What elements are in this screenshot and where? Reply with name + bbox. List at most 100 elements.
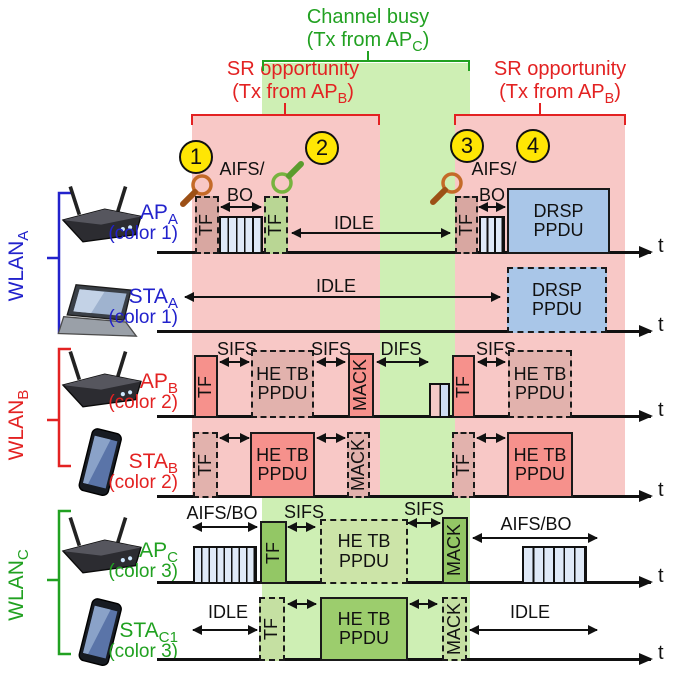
step-marker-4: 4: [516, 129, 550, 163]
sifs-arrow-ap-b-3: [477, 357, 506, 367]
backoff-slots-ap-c-2: [522, 546, 587, 584]
sifs-arrow-sta-b-1: [219, 433, 250, 443]
aifs-label-ap-a-right: AIFS/: [471, 159, 517, 179]
aifs-bo-arrow-ap-a-left: [220, 202, 262, 212]
wlan-a-base: WLAN: [5, 240, 28, 302]
idle-arrow-sta-c1-right: [469, 625, 598, 635]
channel-busy-tx-sub: C: [412, 39, 423, 55]
tf-box-ap-b-2: TF: [452, 355, 475, 418]
aifs-bo-arrow-ap-a-right: [478, 202, 506, 212]
timeline-ap-b: [157, 410, 653, 422]
channel-busy-sublabel: (Tx from APC): [307, 29, 430, 55]
sifs-label-ap-c-2: SIFS: [403, 499, 445, 519]
wlan-b-base: WLAN: [5, 399, 28, 461]
drsp-text: DRSP: [531, 279, 582, 300]
sr-opportunity-right-sublabel: (Tx from APB): [499, 81, 621, 107]
wlan-c-sub: C: [15, 549, 33, 561]
tf-text: TF: [452, 454, 473, 476]
ap-c-sub: C: [167, 549, 178, 567]
sifs-label-ap-b-2: SIFS: [310, 339, 352, 359]
row-label-ap-b: APB: [58, 370, 178, 397]
tf-box-heard-apb-1: TF: [195, 196, 219, 254]
idle-arrow-sta-c1-left: [192, 625, 258, 635]
t-label-sta-a: t: [658, 314, 664, 336]
t-label-ap-c: t: [658, 565, 664, 587]
wlan-b-label: WLANB: [5, 365, 32, 485]
idle-arrow-ap-a: [291, 228, 451, 238]
magnifier-icon-green: [271, 161, 304, 194]
wlan-c-base: WLAN: [5, 560, 28, 621]
ppdu-text: PPDU: [514, 383, 565, 403]
idle-label-ap-a: IDLE: [333, 213, 375, 233]
t-label-ap-a: t: [658, 235, 664, 257]
sr-opportunity-left-sublabel: (Tx from APB): [232, 81, 354, 107]
sr-right-tx-close: ): [614, 81, 621, 103]
row-note-sta-c1: (color 3): [108, 641, 178, 662]
sifs-arrow-sta-b-3: [476, 433, 506, 443]
aifs-bo-label-ap-c-left: AIFS/BO: [186, 503, 258, 523]
row-label-ap-a: APA: [58, 201, 178, 228]
idle-label-sta-a: IDLE: [315, 276, 357, 296]
tf-text: TF: [194, 454, 215, 476]
he-tb-ppdu-box-sta-b-2: HE TB PPDU: [507, 432, 573, 498]
tf-box-ap-b-1: TF: [194, 355, 218, 418]
sifs-arrow-ap-b-2: [316, 357, 346, 367]
sr-left-tx-close: ): [347, 81, 354, 103]
idle-label-sta-c1-right: IDLE: [509, 602, 551, 622]
tf-text: TF: [452, 375, 473, 398]
tf-box-ap-c: TF: [260, 521, 287, 584]
tf-text: TF: [196, 214, 217, 236]
he-tb-ppdu-box-sta-c1: HE TB PPDU: [320, 597, 408, 661]
row-label-sta-b: STAB: [58, 450, 178, 477]
tf-text: TF: [455, 214, 476, 236]
drsp-ppdu-box-ap-a: DRSP PPDU: [507, 188, 610, 254]
step-marker-3: 3: [450, 129, 484, 163]
tf-box-heard-apc: TF: [264, 196, 288, 254]
ap-a-sub: A: [167, 211, 178, 229]
aifs-bo-arrow-ap-c-right: [472, 533, 598, 543]
idle-label-sta-c1-left: IDLE: [207, 602, 249, 622]
he-tb-text: HE TB: [513, 363, 567, 384]
he-tb-ppdu-box-ap-c: HE TB PPDU: [320, 519, 408, 584]
smartphone-icon-sta-b: [78, 428, 122, 497]
tf-text: TF: [261, 618, 282, 640]
sr-left-brace: [191, 103, 380, 125]
tf-text: TF: [195, 375, 216, 398]
he-tb-ppdu-box-ap-b-1: HE TB PPDU: [251, 350, 314, 418]
timeline-sta-b: [157, 490, 653, 502]
backoff-slots-ap-a-2: [479, 216, 505, 254]
router-icon-ap-c: [61, 516, 142, 574]
he-tb-text: HE TB: [337, 531, 391, 552]
router-icon-ap-a: [61, 185, 142, 243]
smartphone-icon-sta-c1: [78, 598, 122, 667]
row-label-sta-c1: STAC1: [58, 619, 178, 646]
sr-left-tx-sub: B: [337, 91, 348, 107]
sta-a-base: STA: [128, 285, 168, 308]
channel-busy-tx-close: ): [422, 29, 430, 51]
ppdu-text: PPDU: [533, 220, 584, 240]
sr-right-brace: [454, 103, 626, 125]
mack-box-sta-c1: MACK: [442, 597, 467, 661]
sta-c1-base: STA: [119, 619, 159, 642]
sifs-label-ap-b-3: SIFS: [475, 339, 517, 359]
sr-right-tx-text: (Tx from AP: [499, 81, 605, 103]
he-tb-text: HE TB: [256, 444, 309, 465]
channel-busy-brace: [262, 51, 470, 71]
sr-right-tx-sub: B: [604, 91, 615, 107]
mack-box-ap-b: MACK: [348, 353, 374, 418]
channel-busy-label: Channel busy: [306, 6, 430, 28]
magnifier-icon-orange-2: [430, 172, 463, 205]
sr-opportunity-left-label: SR opportunity: [226, 58, 360, 80]
row-label-ap-c: APC: [58, 539, 178, 566]
timeline-ap-a: [157, 246, 653, 258]
bo-label-ap-a-right: BO: [478, 185, 506, 205]
t-label-sta-c1: t: [658, 642, 664, 664]
channel-busy-tx-text: (Tx from AP: [306, 29, 413, 51]
wlan-a-sub: A: [15, 230, 33, 241]
tf-box-sta-c1: TF: [259, 597, 285, 661]
sifs-arrow-sta-c1-1: [287, 599, 317, 609]
sifs-arrow-sta-b-2: [316, 433, 346, 443]
sifs-label-ap-c-1: SIFS: [283, 502, 325, 522]
router-icon-ap-b: [61, 350, 142, 408]
